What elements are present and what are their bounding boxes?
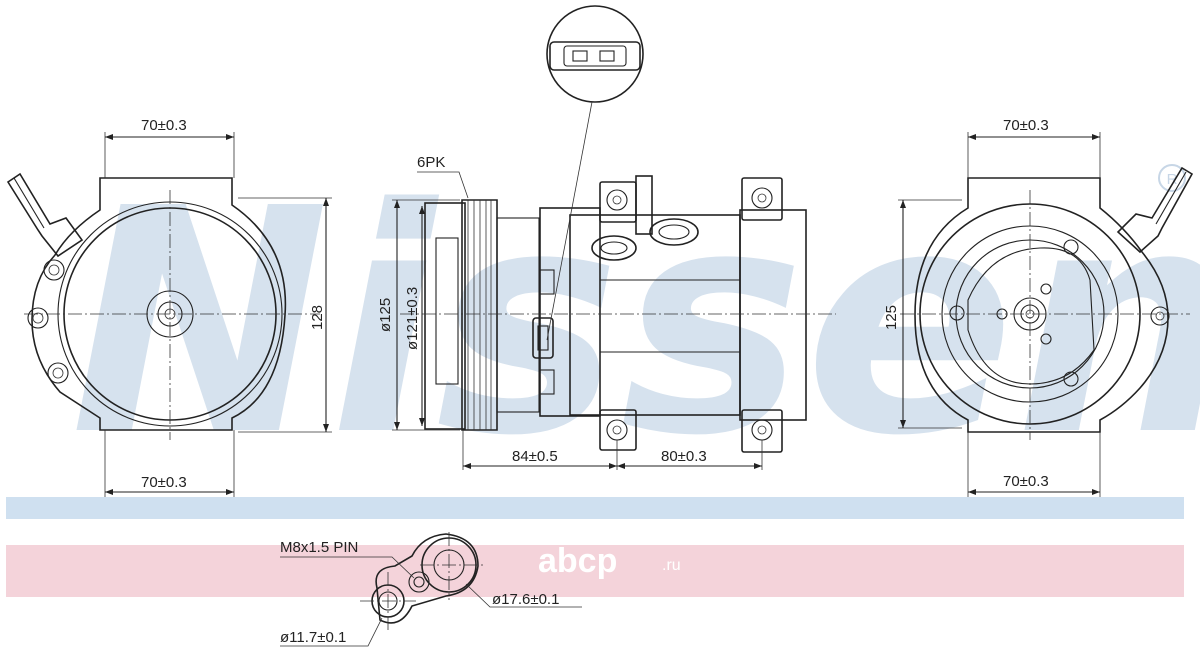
small-port-dia: ø11.7±0.1 [280,629,346,646]
pink-band [6,545,1184,597]
blue-band [6,497,1184,519]
watermark: Nissens R [70,143,1200,504]
left-dim-top: 70±0.3 [141,117,187,134]
registered-mark-icon [1158,164,1186,192]
site-logo-text: abcp [538,542,617,580]
left-dim-height: 128 [309,305,326,330]
side-dia-inner: ø121±0.3 [404,287,421,350]
watermark-text: Nissens [70,143,1200,504]
site-logo: abcp .ru [538,542,681,580]
left-front-view: 70±0.3 70±0.3 128 [6,117,332,497]
right-dim-top: 70±0.3 [1003,117,1049,134]
right-dim-bottom: 70±0.3 [1003,473,1049,490]
site-logo-suffix: .ru [662,557,681,574]
pulley-type: 6PK [417,154,445,171]
side-view: ø125 ø121±0.3 6PK 84±0.5 80±0.3 [377,5,836,470]
pin-label: M8x1.5 PIN [280,539,358,556]
registered-mark-letter: R [1167,171,1178,188]
large-port-dia: ø17.6±0.1 [492,591,559,608]
side-dim-right: 80±0.3 [661,448,707,465]
left-dim-bottom: 70±0.3 [141,474,187,491]
side-dia-outer: ø125 [377,298,394,332]
right-rear-view: 70±0.3 70±0.3 125 [883,117,1194,497]
right-dim-height: 125 [883,305,900,330]
side-dim-left: 84±0.5 [512,448,558,465]
port-detail: M8x1.5 PIN ø17.6±0.1 ø11.7±0.1 [280,532,582,647]
